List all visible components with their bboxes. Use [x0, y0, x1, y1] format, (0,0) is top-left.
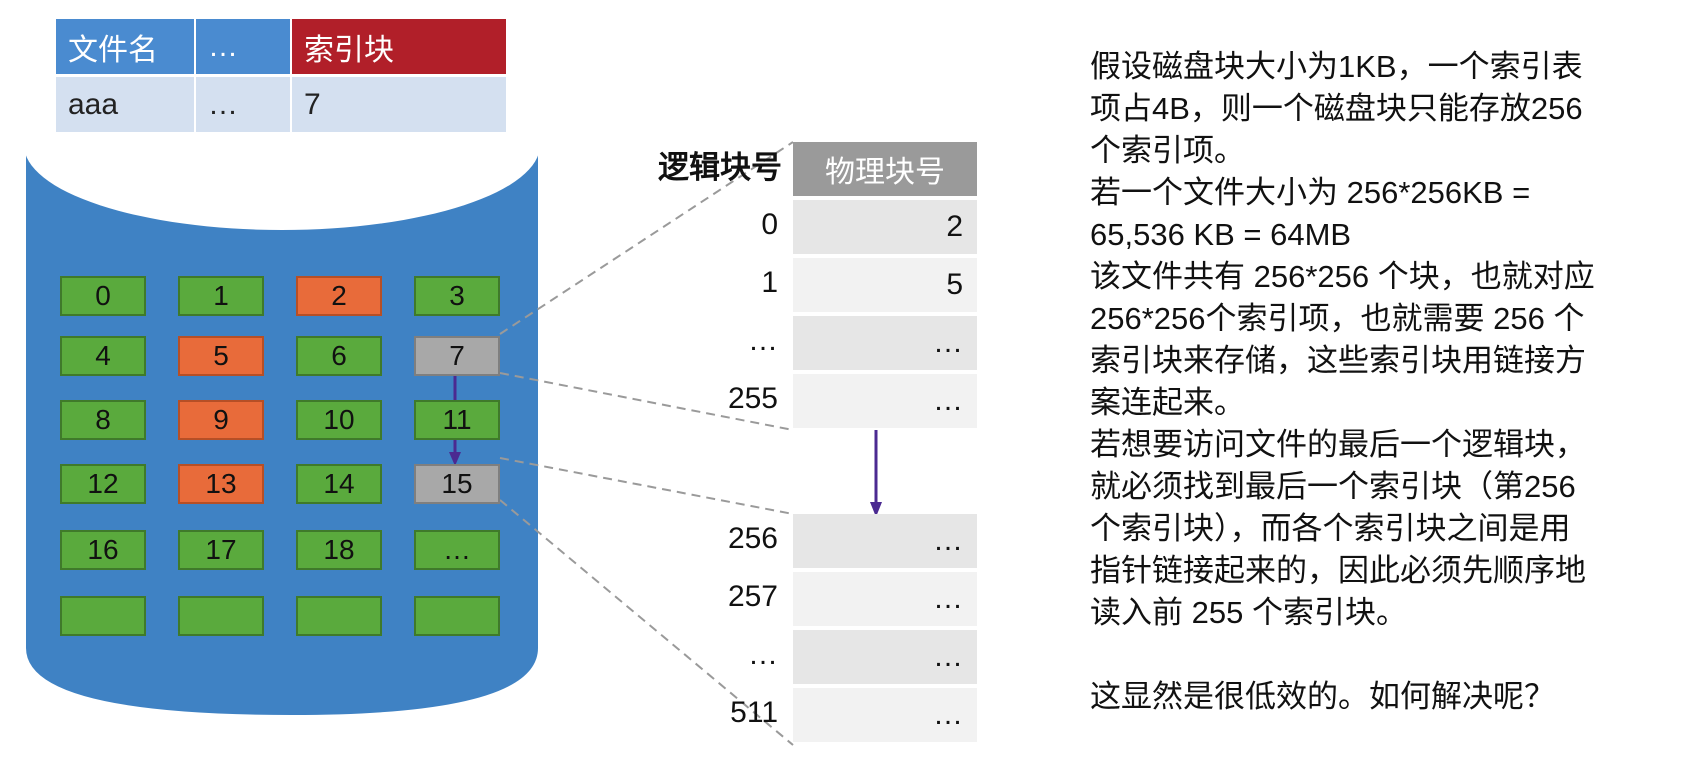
file-directory-table: 文件名 … 索引块 aaa … 7: [54, 16, 508, 135]
physical-block-number: 2: [793, 200, 977, 254]
free-disk-block: 17: [178, 530, 264, 570]
directory-header-row: 文件名 … 索引块: [56, 19, 506, 74]
header-filename: 文件名: [56, 19, 194, 74]
header-ellipsis: …: [196, 19, 290, 74]
logical-block-number: 257: [727, 580, 778, 613]
free-disk-block: 16: [60, 530, 146, 570]
entry-index-block: 7: [292, 77, 506, 132]
physical-block-number: …: [793, 630, 977, 684]
free-disk-block: 18: [296, 530, 382, 570]
connector-line: [499, 457, 794, 515]
physical-block-number: …: [793, 572, 977, 626]
logical-block-number: 1: [761, 266, 778, 299]
free-disk-block: …: [414, 530, 500, 570]
connector-line: [499, 141, 794, 335]
connector-line: [499, 499, 794, 746]
logical-block-header: 逻辑块号: [658, 150, 782, 185]
directory-entry-row: aaa … 7: [56, 77, 506, 132]
free-disk-block: [60, 596, 146, 636]
logical-block-number: 256: [727, 522, 778, 555]
explanation-paragraph: 若一个文件大小为 256*256KB = 65,536 KB = 64MB: [1090, 175, 1531, 252]
explanation-paragraph: 该文件共有 256*256 个块，也就对应 256*256个索引项，也就需要 2…: [1090, 259, 1595, 420]
logical-block-number: 255: [727, 382, 778, 415]
free-disk-block: [414, 596, 500, 636]
link-arrowhead-block: [449, 452, 461, 466]
explanation-paragraph: 若想要访问文件的最后一个逻辑块， 就必须找到最后一个索引块（第256 个索引块）…: [1090, 427, 1586, 630]
physical-block-number: …: [793, 688, 977, 742]
free-disk-block: 3: [414, 276, 500, 316]
used-disk-block: 13: [178, 464, 264, 504]
physical-block-header: 物理块号: [793, 142, 977, 196]
free-disk-block: 6: [296, 336, 382, 376]
free-disk-block: 14: [296, 464, 382, 504]
free-disk-block: [178, 596, 264, 636]
free-disk-block: 1: [178, 276, 264, 316]
link-arrowhead-table: [870, 502, 882, 517]
free-disk-block: 11: [414, 400, 500, 440]
logical-block-number: 0: [761, 208, 778, 241]
free-disk-block: 0: [60, 276, 146, 316]
physical-block-number: …: [793, 374, 977, 428]
logical-block-number: …: [748, 638, 778, 671]
free-disk-block: 12: [60, 464, 146, 504]
free-disk-block: 10: [296, 400, 382, 440]
header-index-block: 索引块: [292, 19, 506, 74]
disk-cylinder-body: [26, 140, 538, 715]
used-disk-block: 9: [178, 400, 264, 440]
physical-block-number: …: [793, 514, 977, 568]
free-disk-block: 8: [60, 400, 146, 440]
explanation-conclusion: 这显然是很低效的。如何解决呢？: [1090, 679, 1555, 714]
used-disk-block: 2: [296, 276, 382, 316]
entry-ellipsis: …: [196, 77, 290, 132]
explanation-text: 假设磁盘块大小为1KB，一个索引表 项占4B，则一个磁盘块只能存放256 个索引…: [1090, 46, 1680, 718]
connector-line: [499, 372, 794, 431]
free-disk-block: 4: [60, 336, 146, 376]
physical-block-number: 5: [793, 258, 977, 312]
entry-filename: aaa: [56, 77, 194, 132]
logical-block-number: 511: [730, 696, 778, 729]
used-disk-block: 5: [178, 336, 264, 376]
explanation-paragraph: 假设磁盘块大小为1KB，一个索引表 项占4B，则一个磁盘块只能存放256 个索引…: [1090, 49, 1583, 168]
index-disk-block: 15: [414, 464, 500, 504]
logical-block-number: …: [748, 324, 778, 357]
index-disk-block: 7: [414, 336, 500, 376]
physical-block-number: …: [793, 316, 977, 370]
free-disk-block: [296, 596, 382, 636]
